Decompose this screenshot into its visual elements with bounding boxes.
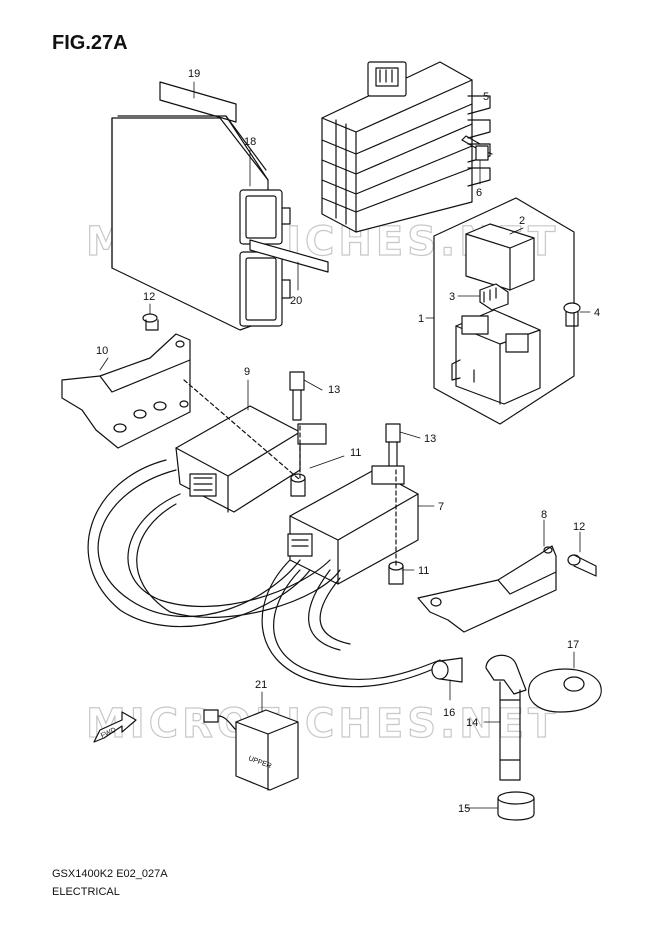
callout-15: 15 (458, 803, 470, 815)
part-5-regulator (321, 61, 491, 233)
watermark-bottom: MICROFICHES.NET (86, 701, 559, 747)
callout-9: 9 (244, 366, 250, 378)
part-8-bracket (417, 545, 557, 633)
callout-19: 19 (188, 68, 200, 80)
callout-11-upper: 11 (350, 447, 361, 459)
callout-16: 16 (443, 707, 455, 719)
part-17-grommet (528, 668, 602, 713)
callout-13-lower: 13 (424, 433, 436, 445)
part-9-ignition-coil (175, 405, 327, 513)
figure-title: FIG.27A (52, 32, 128, 54)
callout-10: 10 (96, 345, 108, 357)
part-12-bolt-lower (567, 554, 597, 577)
part-2-cover (465, 223, 535, 291)
assembly-lines (183, 379, 397, 567)
callout-12-upper: 12 (143, 291, 155, 303)
leader-lines (99, 81, 591, 809)
starter-relay (451, 309, 541, 405)
part-6-bolt (461, 135, 493, 161)
callout-5: 5 (483, 91, 489, 103)
callout-1: 1 (418, 313, 424, 325)
figure-category: ELECTRICAL (52, 886, 120, 898)
part-11-collar-lower (388, 561, 404, 585)
callout-17: 17 (567, 639, 579, 651)
plug-wires (87, 459, 441, 688)
part-18-ecm (111, 115, 291, 331)
callout-3: 3 (449, 291, 455, 303)
part-12-bolt-upper (142, 313, 159, 331)
part-14-plug-cap (485, 654, 527, 781)
callout-8: 8 (541, 509, 547, 521)
figure-code: GSX1400K2 E02_027A (52, 868, 168, 880)
part-7-ignition-coil (287, 465, 419, 585)
part-1-starter-relay-box (433, 197, 575, 425)
part-15-boot (497, 791, 535, 821)
part-21-tip-over-sensor (203, 709, 299, 791)
part-11-collar-upper (290, 473, 306, 497)
part-13-bolt-upper (289, 371, 305, 421)
fwd-arrow-icon (93, 711, 137, 743)
callout-13-upper: 13 (328, 384, 340, 396)
part-16-cap (431, 657, 463, 683)
callout-6: 6 (476, 187, 482, 199)
callout-4: 4 (594, 307, 600, 319)
callout-14: 14 (466, 717, 478, 729)
part-20-strip (249, 239, 329, 273)
callout-21: 21 (255, 679, 267, 691)
callout-7: 7 (438, 501, 444, 513)
part-10-bracket (61, 333, 191, 449)
callout-2: 2 (519, 215, 525, 227)
callout-18: 18 (244, 136, 256, 148)
callout-12-lower: 12 (573, 521, 585, 533)
part-3-fuse (479, 283, 509, 311)
part-4-screw (563, 302, 581, 327)
part-19-label-sticker (159, 81, 237, 123)
callout-20: 20 (290, 295, 302, 307)
callout-11-lower: 11 (418, 565, 429, 577)
callout-group: 19 18 20 5 6 2 3 4 1 12 10 9 13 13 11 7 … (96, 68, 600, 815)
part-13-bolt-lower (385, 423, 401, 471)
